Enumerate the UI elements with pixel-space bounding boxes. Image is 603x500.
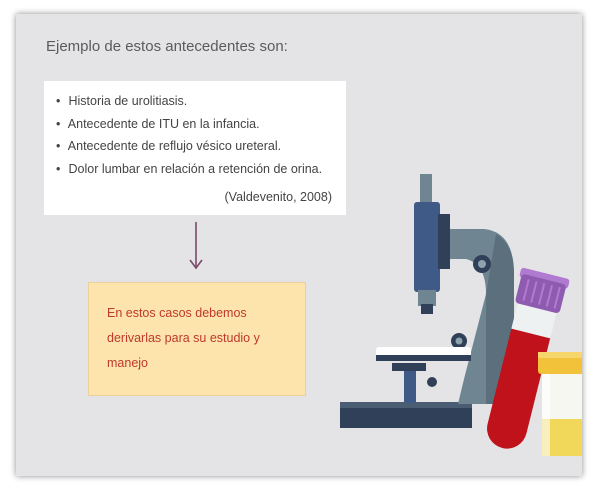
bullet: • (56, 116, 61, 131)
list-item: • Dolor lumbar en relación a retención d… (56, 158, 346, 181)
urine-cup-icon (538, 352, 582, 456)
list-item-label: Historia de urolitiasis. (68, 94, 188, 108)
microscope-icon (340, 174, 514, 428)
citation: (Valdevenito, 2008) (224, 190, 332, 204)
down-arrow-icon (189, 222, 203, 270)
bullet: • (56, 139, 61, 153)
list-item: • Antecedente de reflujo vésico ureteral… (56, 135, 346, 158)
examples-card: • Historia de urolitiasis. • Antecedente… (44, 81, 346, 215)
blood-tube-icon (487, 267, 570, 449)
list-item: • Antecedente de ITU en la infancia. (56, 113, 346, 136)
bullet: • (56, 94, 61, 108)
slide-frame: Ejemplo de estos antecedentes son: • His… (16, 14, 582, 476)
examples-list: • Historia de urolitiasis. • Antecedente… (44, 81, 346, 180)
lab-illustration (340, 174, 582, 456)
bullet: • (56, 161, 61, 176)
list-item: • Historia de urolitiasis. (56, 90, 346, 113)
intro-heading: Ejemplo de estos antecedentes son: (46, 38, 288, 55)
list-item-label: Dolor lumbar en relación a retención de … (68, 161, 323, 176)
referral-note: En estos casos debemos derivarlas para s… (88, 282, 306, 396)
list-item-label: Antecedente de reflujo vésico ureteral. (67, 139, 282, 153)
list-item-label: Antecedente de ITU en la infancia. (67, 116, 260, 131)
